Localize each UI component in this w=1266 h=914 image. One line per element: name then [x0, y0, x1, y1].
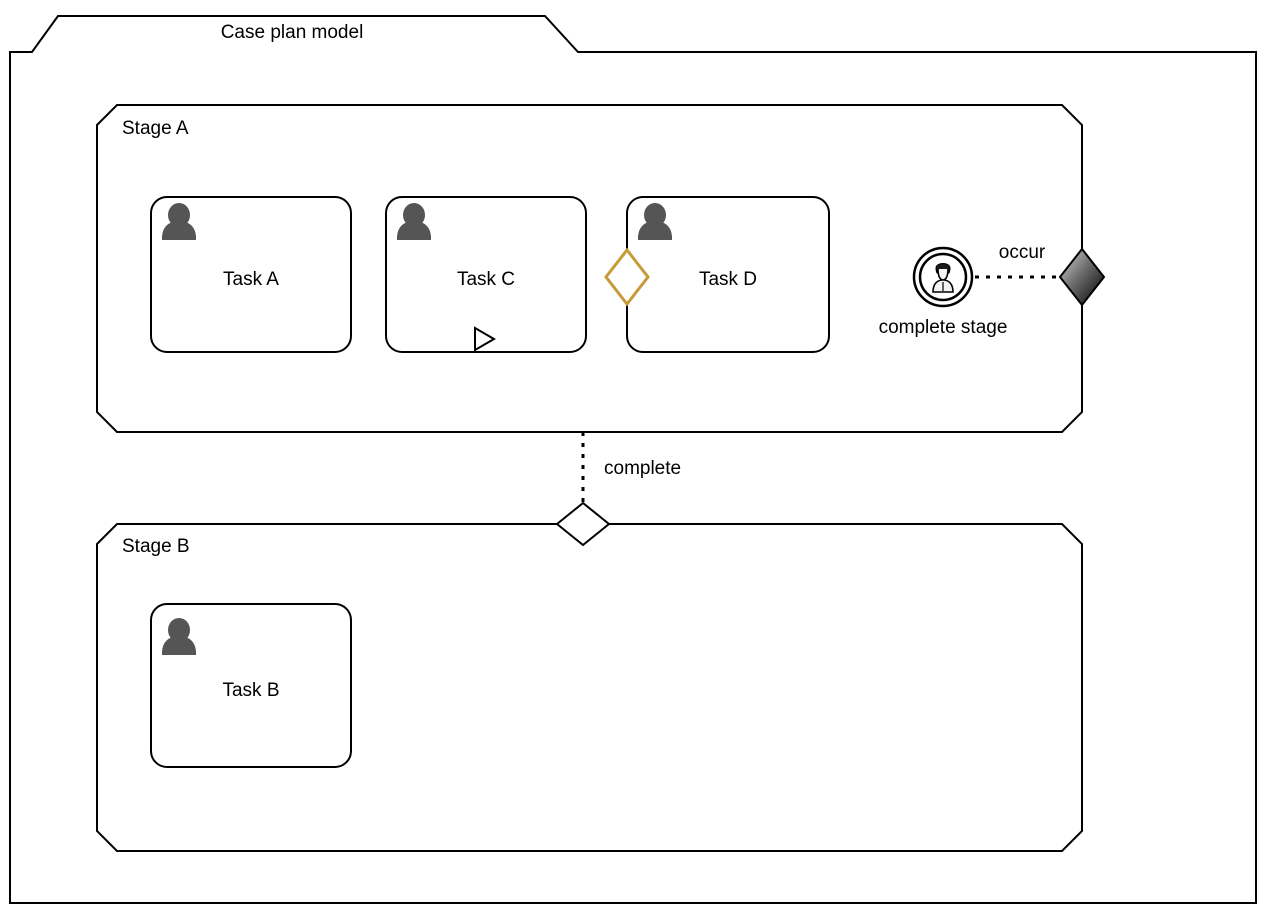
user-event-listener-icon: [932, 263, 954, 293]
task-b-box[interactable]: [150, 603, 352, 768]
stage-b-entry-criterion-icon[interactable]: [555, 501, 611, 547]
task-c[interactable]: Task C: [385, 196, 587, 353]
task-a-label: Task A: [223, 269, 279, 290]
complete-stage-event-listener[interactable]: complete stage: [879, 246, 1008, 338]
stage-a-shape[interactable]: [96, 104, 1083, 433]
complete-connector-label: complete: [604, 458, 681, 479]
human-task-person-icon: [162, 618, 196, 655]
task-d-label: Task D: [699, 269, 757, 290]
occur-connector-label: occur: [999, 242, 1046, 263]
occur-connector: occur: [975, 242, 1058, 279]
stage-b-shape[interactable]: [96, 523, 1083, 852]
task-a-box[interactable]: [150, 196, 352, 353]
complete-stage-event-label: complete stage: [879, 317, 1008, 338]
task-d[interactable]: Task D: [604, 196, 830, 353]
stage-b-label: Stage B: [122, 536, 190, 557]
case-plan-model-title: Case plan model: [221, 22, 364, 43]
human-task-person-icon: [162, 203, 196, 240]
task-a[interactable]: Task A: [150, 196, 352, 353]
task-b-label: Task B: [222, 680, 279, 701]
human-task-person-icon: [638, 203, 672, 240]
stage-a-exit-criterion-icon[interactable]: [1058, 247, 1106, 307]
case-plan-model-border: [9, 15, 1257, 904]
task-d-entry-criterion-icon[interactable]: [604, 247, 650, 307]
task-b[interactable]: Task B: [150, 603, 352, 768]
task-c-box[interactable]: [385, 196, 587, 353]
stage-a-label: Stage A: [122, 118, 189, 139]
human-task-person-icon: [397, 203, 431, 240]
complete-connector: complete: [581, 432, 681, 512]
manual-activation-triangle-icon: [474, 326, 496, 352]
task-c-label: Task C: [457, 269, 515, 290]
